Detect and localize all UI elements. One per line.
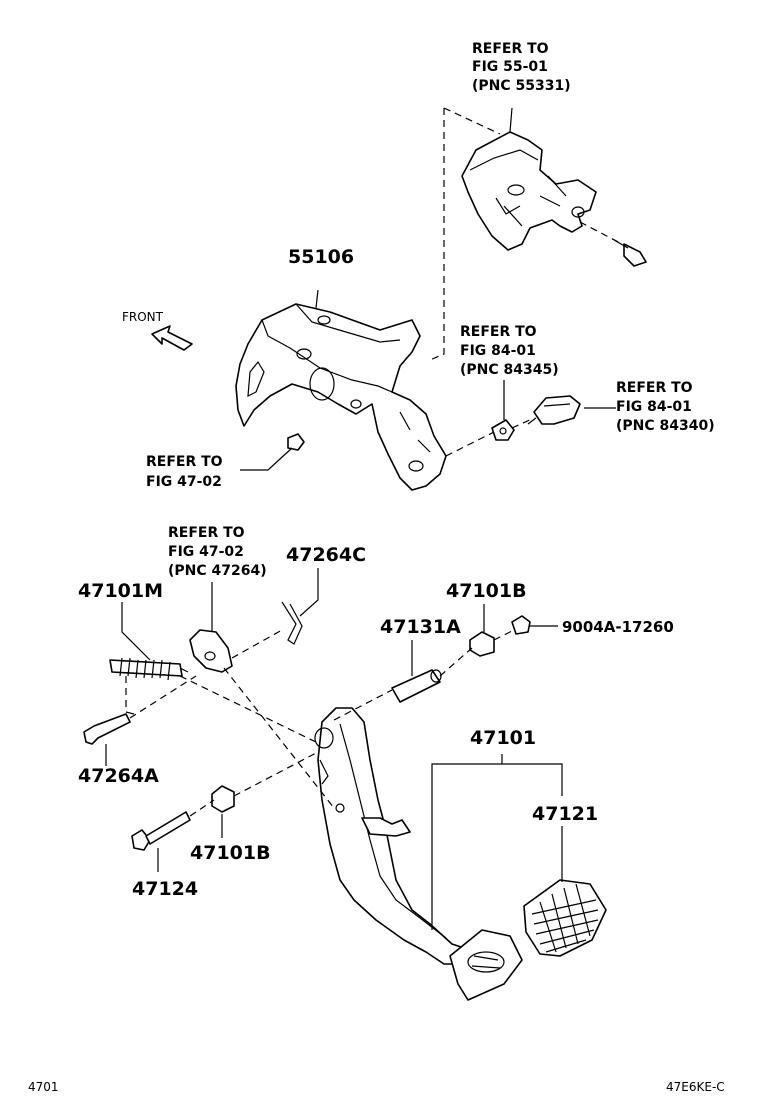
svg-text:(PNC 55331): (PNC 55331) bbox=[472, 78, 571, 94]
clip-pin bbox=[281, 601, 303, 645]
guide-line bbox=[511, 417, 535, 429]
part-number-47121: 47121 bbox=[532, 803, 598, 825]
part-number-9004A: 9004A-17260 bbox=[562, 618, 674, 636]
leader-line bbox=[240, 447, 293, 471]
bracket-nut bbox=[287, 433, 305, 451]
stop-lamp-cushion bbox=[491, 419, 515, 441]
svg-text:(PNC 84340): (PNC 84340) bbox=[616, 418, 715, 434]
part-number-55106: 55106 bbox=[288, 246, 354, 268]
illustration-code: 47E6KE-C bbox=[666, 1080, 725, 1094]
pedal-bolt bbox=[131, 811, 191, 851]
svg-text:FIG 84-01: FIG 84-01 bbox=[460, 343, 536, 359]
guide-line bbox=[223, 667, 335, 809]
part-number-47101B-lower: 47101B bbox=[190, 842, 271, 864]
upper-bracket-bolt bbox=[613, 239, 647, 267]
svg-text:REFER TO: REFER TO bbox=[146, 454, 223, 470]
label-refer-84-01-84345: REFER TO FIG 84-01 (PNC 84345) bbox=[460, 324, 559, 378]
part-number-47101: 47101 bbox=[470, 727, 536, 749]
front-label: FRONT bbox=[122, 310, 164, 324]
part-number-47101B-upper: 47101B bbox=[446, 580, 527, 602]
label-refer-84-01-84340: REFER TO FIG 84-01 (PNC 84340) bbox=[616, 380, 715, 434]
guide-line bbox=[445, 431, 495, 457]
svg-text:FIG 47-02: FIG 47-02 bbox=[168, 544, 244, 560]
part-number-47101M: 47101M bbox=[78, 580, 163, 602]
guide-line bbox=[579, 221, 623, 245]
guide-line bbox=[429, 108, 445, 361]
part-number-47131A: 47131A bbox=[380, 616, 461, 638]
guide-line bbox=[233, 751, 319, 797]
svg-text:(PNC 84345): (PNC 84345) bbox=[460, 362, 559, 378]
stop-lamp-switch bbox=[527, 395, 581, 425]
brake-pedal-arm bbox=[314, 707, 471, 965]
svg-text:FIG 55-01: FIG 55-01 bbox=[472, 59, 548, 75]
figure-number: 4701 bbox=[28, 1080, 59, 1094]
guide-line bbox=[439, 647, 473, 677]
leader-line bbox=[431, 763, 563, 930]
svg-text:REFER TO: REFER TO bbox=[460, 324, 537, 340]
clevis-pin bbox=[83, 711, 135, 745]
svg-text:FIG 47-02: FIG 47-02 bbox=[146, 474, 222, 490]
clevis-part bbox=[189, 629, 233, 673]
guide-line bbox=[493, 629, 515, 641]
svg-text:REFER TO: REFER TO bbox=[616, 380, 693, 396]
guide-line bbox=[333, 689, 393, 721]
leader-line bbox=[121, 602, 151, 661]
label-refer-47-02: REFER TO FIG 47-02 bbox=[146, 454, 223, 490]
upper-bracket-part bbox=[461, 107, 597, 251]
pedal-pad-47121 bbox=[523, 879, 607, 957]
pedal-collar bbox=[391, 669, 442, 703]
bushing-lower bbox=[211, 785, 235, 813]
label-refer-47-02-47264: REFER TO FIG 47-02 (PNC 47264) bbox=[168, 525, 267, 579]
pedal-bracket-55106 bbox=[235, 289, 447, 491]
return-spring bbox=[109, 657, 189, 681]
bushing-upper bbox=[469, 631, 495, 657]
svg-text:(PNC 47264): (PNC 47264) bbox=[168, 563, 267, 579]
nut-9004A bbox=[511, 615, 531, 635]
svg-text:REFER TO: REFER TO bbox=[472, 41, 549, 57]
svg-text:REFER TO: REFER TO bbox=[168, 525, 245, 541]
guide-line bbox=[231, 629, 283, 659]
guide-line bbox=[129, 675, 197, 719]
guide-line bbox=[189, 799, 215, 817]
svg-text:FIG 84-01: FIG 84-01 bbox=[616, 399, 692, 415]
part-number-47264C: 47264C bbox=[286, 544, 366, 566]
guide-line bbox=[443, 107, 501, 135]
part-number-47264A: 47264A bbox=[78, 765, 159, 787]
part-number-47124: 47124 bbox=[132, 878, 198, 900]
leader-line bbox=[299, 568, 319, 617]
label-refer-55-01: REFER TO FIG 55-01 (PNC 55331) bbox=[472, 41, 571, 94]
front-arrow-icon bbox=[151, 325, 193, 351]
guide-line bbox=[179, 675, 321, 745]
pedal-pad-base bbox=[449, 929, 523, 1001]
